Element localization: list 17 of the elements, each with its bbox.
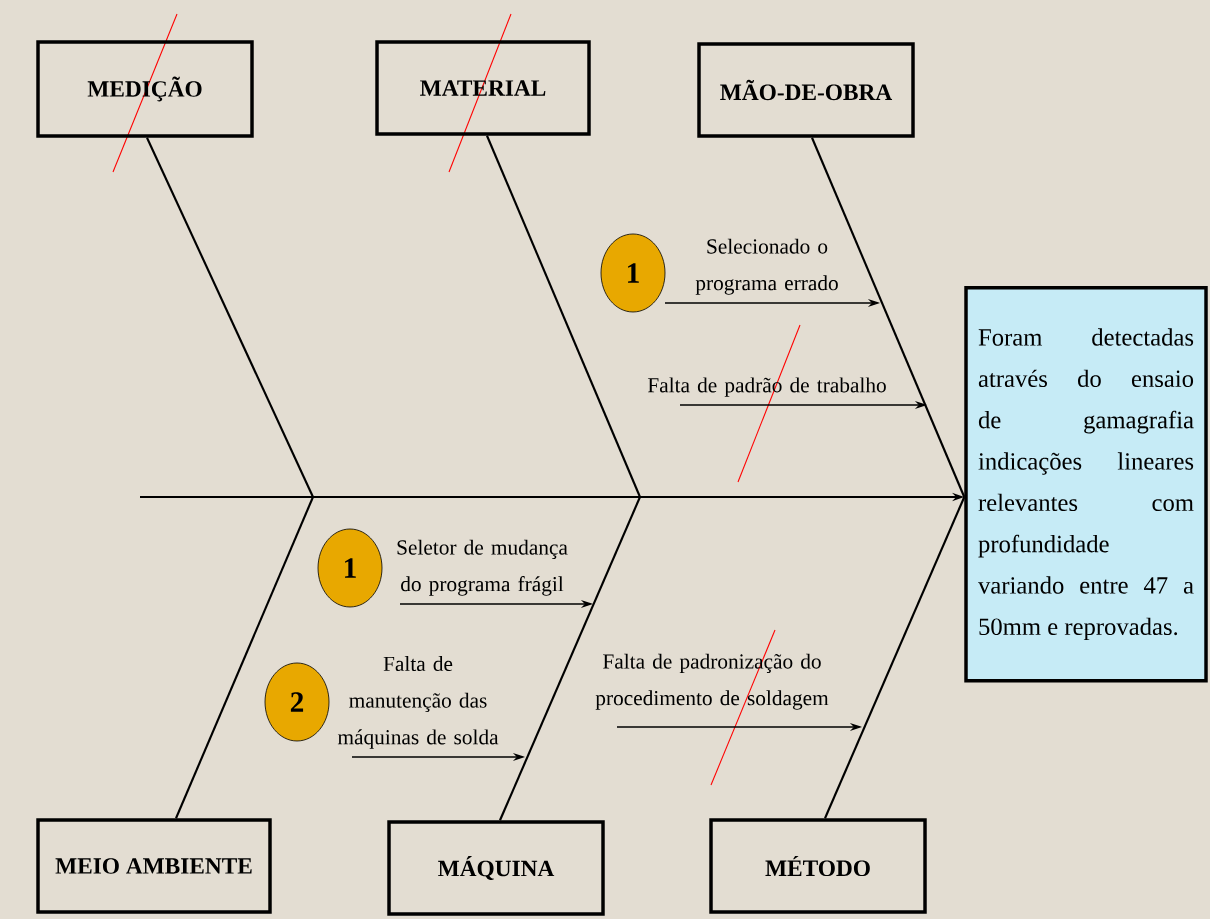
fishbone-line xyxy=(486,135,641,498)
category-box: MEIO AMBIENTE xyxy=(36,818,272,914)
category-box: MÁQUINA xyxy=(387,820,605,916)
cause-text: Falta de manutenção das máquinas de solda xyxy=(337,656,499,749)
category-box: MÃO-DE-OBRA xyxy=(697,42,915,138)
number-badge: 1 xyxy=(600,233,666,313)
fishbone-line xyxy=(175,496,314,819)
cause-text: Seletor de mudança do programa frágil xyxy=(397,539,568,596)
number-badge: 1 xyxy=(317,528,383,608)
number-badge: 2 xyxy=(264,662,330,742)
fishbone-line xyxy=(499,496,641,821)
effect-box: Foram detectadas através do ensaio de gamagrafia indicações lineares relevantes com profundidade variando entre 47 a 50mm e reprovadas. xyxy=(964,286,1208,683)
fishbone-line xyxy=(824,496,966,819)
fishbone-line xyxy=(146,137,314,498)
category-box: MÉTODO xyxy=(709,818,927,914)
fishbone-line xyxy=(811,137,966,498)
cause-text: Selecionado o programa errado xyxy=(695,238,838,295)
